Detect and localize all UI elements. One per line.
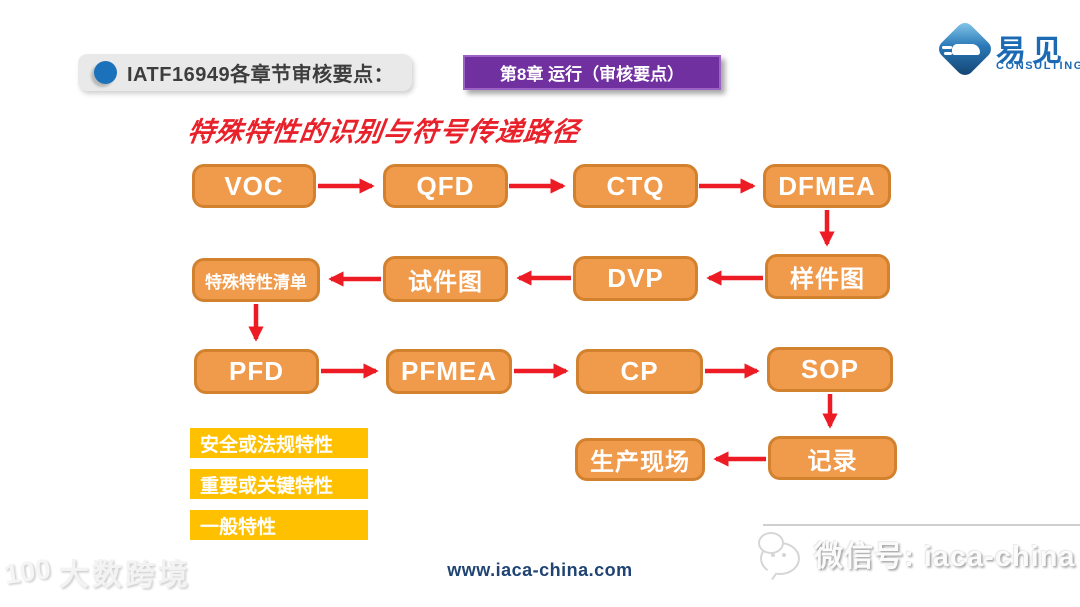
section-pill: IATF16949各章节审核要点：	[78, 54, 412, 91]
corner-watermark: 100 大数跨境	[2, 550, 191, 594]
watermark-brand-label: 大数跨境	[58, 559, 191, 592]
flow-node-qfd: QFD	[383, 164, 508, 208]
wechat-watermark: 微信号: iaca-china	[758, 532, 1076, 575]
watermark-logo-icon: 100	[2, 552, 53, 591]
speed-line-icon	[944, 52, 952, 55]
flow-node-record: 记录	[768, 436, 897, 480]
flow-node-sop: SOP	[767, 347, 893, 392]
website-url: www.iaca-china.com	[447, 560, 633, 580]
chapter-badge: 第8章 运行（审核要点）	[463, 55, 721, 90]
flow-node-dfmea: DFMEA	[763, 164, 891, 208]
car-icon	[952, 44, 980, 55]
logo-name-cn: 易见	[996, 35, 1068, 68]
legend-item-key: 重要或关键特性	[190, 469, 368, 499]
legend-item-safety: 安全或法规特性	[190, 428, 368, 458]
section-pill-label: IATF16949各章节审核要点：	[127, 64, 395, 86]
legend-item-general: 一般特性	[190, 510, 368, 540]
wechat-id-label: 微信号: iaca-china	[814, 540, 1076, 573]
logo-name-en: CONSULTING	[996, 60, 1080, 72]
wechat-icon	[758, 532, 800, 575]
chapter-badge-label: 第8章 运行（审核要点）	[499, 65, 685, 84]
flow-node-cp: CP	[576, 349, 703, 394]
flow-node-sample-drawing: 样件图	[765, 254, 890, 299]
footer-divider	[763, 524, 1080, 526]
blue-dot-icon	[94, 61, 117, 84]
page-title: 特殊特性的识别与符号传递路径	[185, 117, 582, 147]
flow-node-voc: VOC	[192, 164, 316, 208]
company-logo: 易见 CONSULTING	[930, 18, 1080, 80]
flow-node-production-site: 生产现场	[575, 438, 705, 481]
flow-node-pfmea: PFMEA	[386, 349, 512, 394]
flow-node-special-characteristics-list: 特殊特性清单	[192, 258, 320, 302]
flow-node-dvp: DVP	[573, 256, 698, 301]
flow-node-trial-drawing: 试件图	[383, 256, 508, 302]
flow-node-pfd: PFD	[194, 349, 319, 394]
flow-node-ctq: CTQ	[573, 164, 698, 208]
speed-line-icon	[942, 46, 952, 49]
